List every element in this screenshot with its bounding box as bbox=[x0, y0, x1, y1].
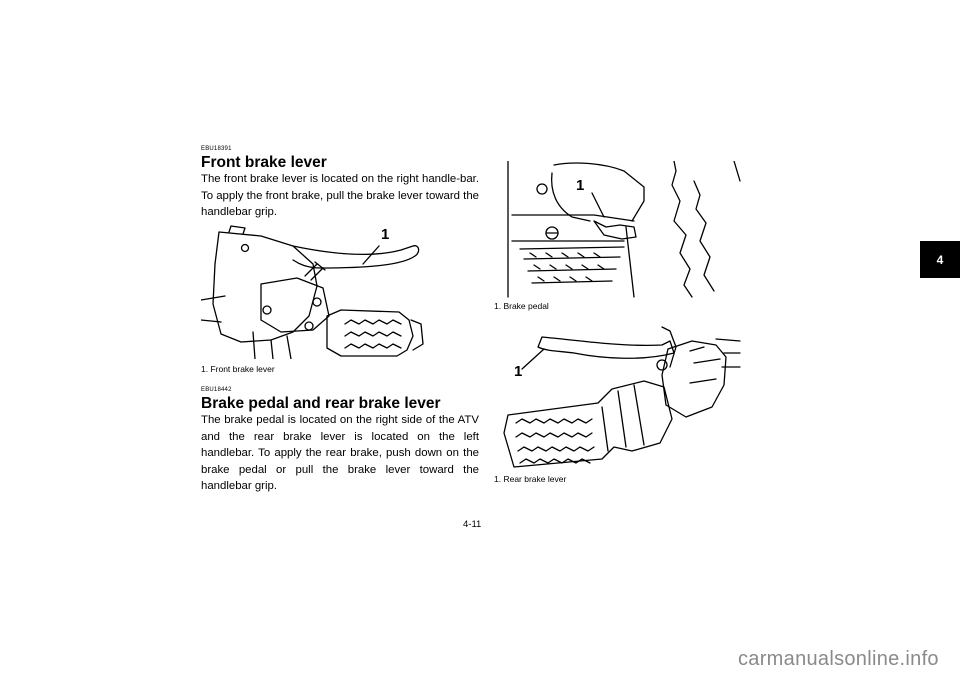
page-number: 4-11 bbox=[463, 519, 482, 530]
figure1-callout-number: 1 bbox=[381, 226, 390, 243]
figure-rear-brake-lever: 1 bbox=[494, 323, 742, 468]
section-title-brake-pedal: Brake pedal and rear brake lever bbox=[201, 395, 441, 412]
figure-front-brake-lever: 1 bbox=[201, 224, 479, 359]
figure2-callout-number: 1 bbox=[576, 177, 585, 194]
caption-front-brake-lever: 1. Front brake lever bbox=[201, 364, 275, 374]
figure3-callout-number: 1 bbox=[514, 363, 523, 380]
paragraph-brake-pedal: The brake pedal is located on the right … bbox=[201, 414, 479, 492]
section-code-front-brake: EBU18391 bbox=[201, 146, 232, 152]
caption-rear-brake-lever: 1. Rear brake lever bbox=[494, 474, 567, 484]
section-code-brake-pedal: EBU18442 bbox=[201, 387, 232, 393]
brake-pedal-illustration bbox=[507, 161, 741, 298]
paragraph-front-brake-lever: The front brake lever is located on the … bbox=[201, 173, 479, 218]
watermark-text: carmanualsonline.info bbox=[738, 648, 939, 670]
section-title-front-brake-lever: Front brake lever bbox=[201, 154, 327, 171]
caption-brake-pedal: 1. Brake pedal bbox=[494, 301, 549, 311]
chapter-tab: 4 bbox=[920, 241, 960, 278]
rear-brake-lever-illustration bbox=[503, 326, 741, 468]
front-brake-lever-illustration bbox=[201, 225, 424, 359]
figure-brake-pedal: 1 bbox=[494, 161, 742, 298]
